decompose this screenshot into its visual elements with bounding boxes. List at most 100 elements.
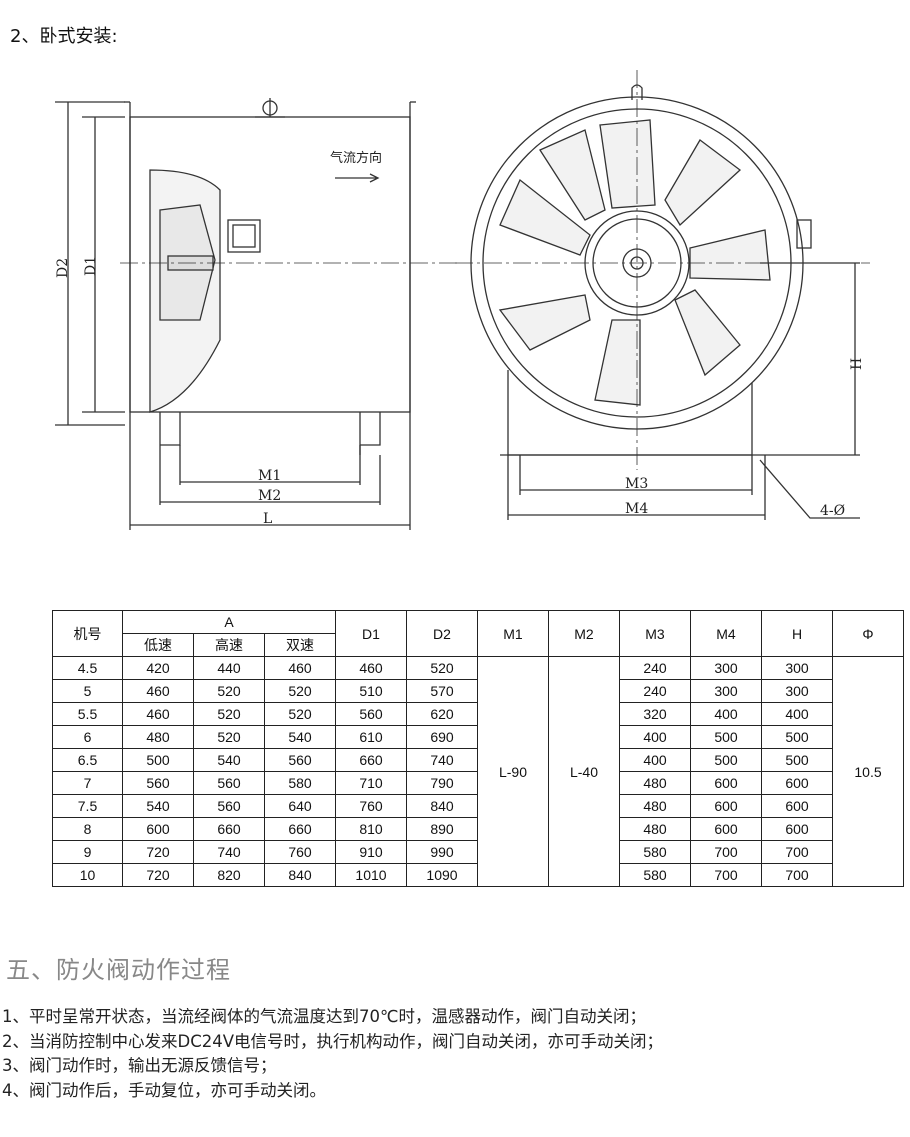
table-cell: 600 — [690, 771, 762, 795]
table-cell: 560 — [193, 794, 265, 818]
table-cell: 580 — [619, 840, 691, 864]
table-cell: 6.5 — [52, 748, 123, 772]
m1-label: M1 — [258, 468, 281, 484]
table-cell: 760 — [264, 840, 336, 864]
table-cell: 540 — [193, 748, 265, 772]
side-view: 气流方向 D2 D1 M1 M2 L — [55, 98, 460, 530]
table-cell: 620 — [406, 702, 478, 726]
table-cell: 600 — [761, 771, 833, 795]
d1-label: D1 — [83, 256, 99, 276]
table-cell: 660 — [335, 748, 407, 772]
table-cell: 540 — [122, 794, 194, 818]
table-cell: 10.5 — [832, 656, 904, 887]
table-cell: 320 — [619, 702, 691, 726]
table-cell: 460 — [122, 702, 194, 726]
table-cell: 700 — [761, 863, 833, 887]
table-cell: 240 — [619, 656, 691, 680]
table-cell: 520 — [193, 679, 265, 703]
table-cell: 520 — [264, 679, 336, 703]
table-cell: 720 — [122, 863, 194, 887]
table-cell: 500 — [761, 725, 833, 749]
table-cell: 520 — [406, 656, 478, 680]
d2-label: D2 — [55, 258, 71, 278]
table-cell: 560 — [122, 771, 194, 795]
table-cell: 420 — [122, 656, 194, 680]
table-cell: 890 — [406, 817, 478, 841]
table-cell: 480 — [122, 725, 194, 749]
table-cell: 810 — [335, 817, 407, 841]
table-cell: 520 — [193, 702, 265, 726]
table-cell: 300 — [761, 656, 833, 680]
header-high: 高速 — [193, 633, 265, 657]
table-cell: 700 — [690, 840, 762, 864]
table-cell: 840 — [264, 863, 336, 887]
table-cell: 460 — [122, 679, 194, 703]
table-cell: 7 — [52, 771, 123, 795]
step-item: 3、阀门动作时，输出无源反馈信号； — [2, 1056, 277, 1075]
header-model: 机号 — [52, 610, 123, 657]
h-label: H — [849, 358, 865, 370]
table-cell: 710 — [335, 771, 407, 795]
header-m2: M2 — [548, 610, 620, 657]
table-cell: 610 — [335, 725, 407, 749]
table-cell: 910 — [335, 840, 407, 864]
table-cell: 660 — [193, 817, 265, 841]
step-item: 1、平时呈常开状态，当流经阀体的气流温度达到70℃时，温感器动作，阀门自动关闭； — [2, 1007, 647, 1026]
table-cell: 10 — [52, 863, 123, 887]
header-low: 低速 — [122, 633, 194, 657]
table-cell: 560 — [193, 771, 265, 795]
install-title: 2、卧式安装: — [10, 26, 118, 47]
table-cell: 640 — [264, 794, 336, 818]
process-steps: 1、平时呈常开状态，当流经阀体的气流温度达到70℃时，温感器动作，阀门自动关闭；… — [2, 1005, 663, 1103]
table-cell: 440 — [193, 656, 265, 680]
table-cell: 300 — [690, 679, 762, 703]
step-item: 2、当消防控制中心发来DC24V电信号时，执行机构动作，阀门自动关闭，亦可手动关… — [2, 1031, 664, 1051]
table-cell: 7.5 — [52, 794, 123, 818]
table-cell: 1010 — [335, 863, 407, 887]
table-cell: 740 — [406, 748, 478, 772]
table-cell: 520 — [264, 702, 336, 726]
table-cell: 840 — [406, 794, 478, 818]
table-cell: 1090 — [406, 863, 478, 887]
table-cell: 700 — [690, 863, 762, 887]
table-cell: 460 — [264, 656, 336, 680]
table-cell: 720 — [122, 840, 194, 864]
table-cell: 500 — [122, 748, 194, 772]
table-cell: 600 — [761, 794, 833, 818]
table-cell: L-90 — [477, 656, 549, 887]
table-cell: 690 — [406, 725, 478, 749]
m4-label: M4 — [625, 501, 648, 517]
table-cell: 660 — [264, 817, 336, 841]
header-d2: D2 — [406, 610, 478, 657]
table-cell: 540 — [264, 725, 336, 749]
m3-label: M3 — [625, 476, 648, 492]
table-cell: 600 — [690, 794, 762, 818]
table-cell: 600 — [761, 817, 833, 841]
table-cell: 5.5 — [52, 702, 123, 726]
table-cell: 600 — [122, 817, 194, 841]
holes-label: 4-Ø — [820, 503, 845, 519]
table-cell: 400 — [619, 725, 691, 749]
table-cell: 480 — [619, 794, 691, 818]
table-cell: 4.5 — [52, 656, 123, 680]
table-cell: 560 — [335, 702, 407, 726]
header-m4: M4 — [690, 610, 762, 657]
table-cell: 8 — [52, 817, 123, 841]
table-cell: 500 — [690, 725, 762, 749]
section-title: 五、防火阀动作过程 — [6, 956, 231, 984]
table-cell: 820 — [193, 863, 265, 887]
table-cell: 510 — [335, 679, 407, 703]
header-phi: Φ — [832, 610, 904, 657]
table-cell: 760 — [335, 794, 407, 818]
table-cell: 700 — [761, 840, 833, 864]
m2-label: M2 — [258, 488, 281, 504]
table-cell: 560 — [264, 748, 336, 772]
step-item: 4、阀门动作后，手动复位，亦可手动关闭。 — [2, 1080, 326, 1100]
